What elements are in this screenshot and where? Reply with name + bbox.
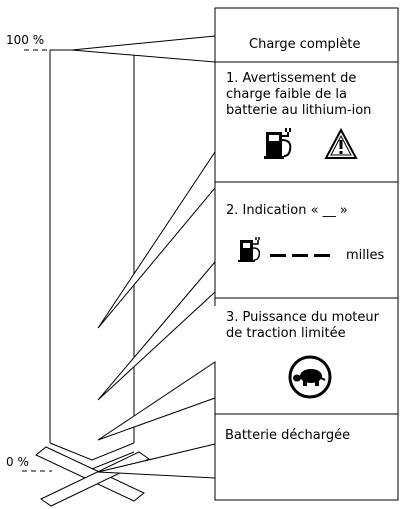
charging-station-icon: [238, 237, 261, 262]
limited-power-line-2: de traction limitée: [226, 326, 346, 341]
pointer-limited-power: [97, 361, 216, 441]
discharged-label: Batterie déchargée: [225, 428, 351, 443]
warning-line-1: 1. Avertissement de: [226, 71, 357, 86]
warning-line-2: charge faible de la: [226, 87, 347, 102]
indication-unit: milles: [346, 248, 385, 263]
charging-station-icon: [264, 128, 292, 159]
empty-level-label: 0 %: [6, 455, 29, 469]
full-level-label: 100 %: [6, 33, 45, 47]
turtle-icon: [288, 355, 332, 399]
pointer-warning: [97, 150, 216, 329]
pointer-wedges: [71, 35, 216, 479]
warning-line-3: batterie au lithium-ion: [226, 103, 372, 118]
warning-triangle-icon: [324, 127, 358, 159]
dashes-icon: [270, 254, 330, 257]
full-charge-label: Charge complète: [249, 37, 361, 52]
limited-power-line-1: 3. Puissance du moteur: [226, 310, 379, 325]
pointer-discharged: [97, 443, 216, 479]
empty-cross: [35, 446, 150, 507]
pointer-full-charge: [71, 35, 216, 63]
pointer-indication: [97, 260, 216, 401]
indication-title: 2. Indication « __ »: [226, 203, 348, 218]
